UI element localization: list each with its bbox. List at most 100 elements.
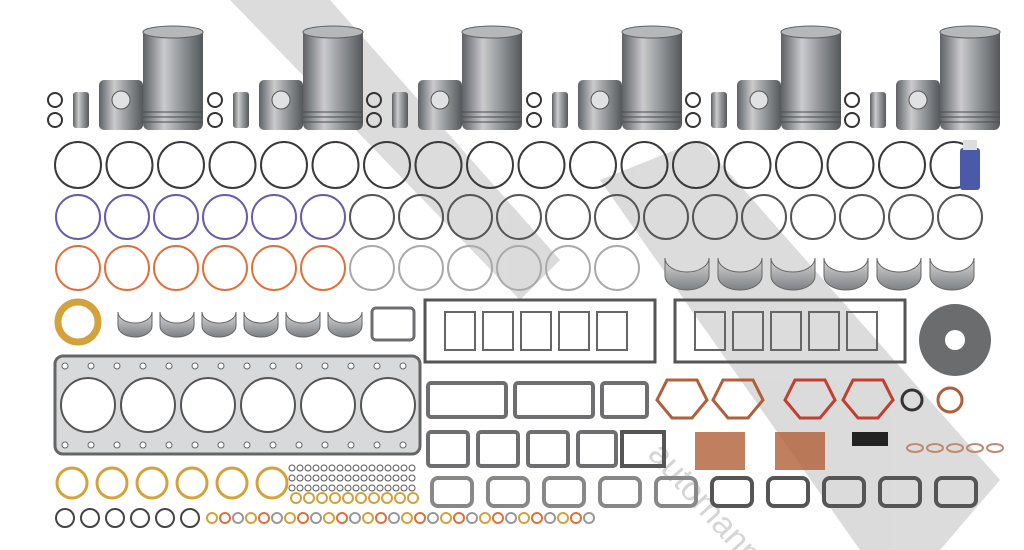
o-ring (392, 474, 400, 482)
water-pump-gasket (620, 430, 666, 468)
o-ring (352, 484, 360, 492)
gasket-section (770, 311, 802, 351)
piston-ring (692, 194, 738, 240)
piston-ring (311, 141, 360, 189)
bolt-hole (269, 441, 277, 449)
cylinder-liner (622, 28, 682, 130)
o-ring (219, 512, 231, 524)
cylinder-bore (120, 377, 176, 433)
piston-ring (105, 141, 154, 189)
cylinder-bore (180, 377, 236, 433)
cylinder-liner (940, 28, 1000, 130)
small-gasket (986, 443, 1004, 453)
o-ring (258, 512, 270, 524)
piston-ring (466, 141, 514, 189)
o-ring (312, 474, 320, 482)
snap-ring (685, 112, 701, 128)
manifold-gasket (878, 476, 922, 508)
o-ring (557, 512, 569, 524)
bearing-shell (243, 311, 279, 338)
bolt-hole (87, 441, 95, 449)
bolt-hole (191, 362, 199, 370)
snap-ring (526, 112, 542, 128)
bolt-hole (191, 441, 199, 449)
bolt-hole (113, 362, 121, 370)
o-ring (296, 484, 304, 492)
o-ring (336, 474, 344, 482)
piston-ring (643, 194, 689, 240)
bolt-hole (269, 362, 277, 370)
manifold-gasket (486, 476, 530, 508)
o-ring (328, 484, 336, 492)
o-ring (312, 464, 320, 472)
o-ring (352, 474, 360, 482)
cover-gasket (426, 381, 508, 419)
o-ring (180, 508, 200, 528)
oil-pan-gasket (423, 298, 657, 364)
o-ring (344, 474, 352, 482)
o-ring (297, 512, 309, 524)
o-ring (384, 474, 392, 482)
o-ring (408, 474, 416, 482)
cover-gasket (476, 430, 520, 468)
cover-gasket (426, 430, 470, 468)
piston-pin-bore (111, 90, 131, 110)
bolt-hole (321, 441, 329, 449)
o-ring (936, 386, 964, 414)
manifold-gasket (766, 476, 810, 508)
cylinder-bore (300, 377, 356, 433)
o-ring (362, 512, 374, 524)
cover-gasket (841, 378, 895, 420)
o-ring (400, 464, 408, 472)
o-ring (232, 512, 244, 524)
piston-ring (300, 194, 346, 240)
bolt-hole (217, 362, 225, 370)
o-ring (583, 512, 595, 524)
bolt-hole (295, 362, 303, 370)
bolt-hole (373, 362, 381, 370)
o-ring (312, 484, 320, 492)
o-ring (388, 512, 400, 524)
cylinder-liner (143, 28, 203, 130)
piston-ring (208, 141, 257, 189)
o-ring (310, 512, 322, 524)
oil-pan-gasket (673, 298, 907, 364)
o-ring (368, 492, 380, 504)
o-ring (245, 512, 257, 524)
cover-gasket (600, 381, 649, 419)
snap-ring (844, 112, 860, 128)
piston-ring (398, 194, 444, 240)
liner-top (461, 25, 523, 39)
o-ring (407, 492, 419, 504)
o-ring (320, 464, 328, 472)
o-ring (336, 464, 344, 472)
bearing-shell (929, 257, 975, 291)
bolt-hole (295, 441, 303, 449)
o-ring (290, 492, 302, 504)
cover-gasket (576, 430, 618, 468)
cover-gasket (526, 430, 570, 468)
seal-ring (349, 245, 395, 291)
seal-ring (251, 245, 297, 291)
cylinder-bore (60, 377, 116, 433)
piston-ring (447, 194, 493, 240)
bolt-hole (217, 441, 225, 449)
bolt-hole (399, 441, 407, 449)
snap-ring (207, 112, 223, 128)
o-ring (392, 484, 400, 492)
piston-ring (260, 141, 308, 189)
seal-ring (545, 245, 591, 291)
o-ring (360, 484, 368, 492)
o-ring (105, 508, 125, 528)
piston-ring (157, 141, 205, 189)
seal-ring (594, 245, 640, 291)
o-ring (368, 474, 376, 482)
piston-ring (104, 194, 150, 240)
seal-ring (447, 245, 493, 291)
o-ring (296, 474, 304, 482)
cylinder-liner (781, 28, 841, 130)
o-ring (440, 512, 452, 524)
black-gasket (852, 432, 888, 446)
manifold-gasket (654, 476, 698, 508)
small-gasket (946, 443, 964, 453)
